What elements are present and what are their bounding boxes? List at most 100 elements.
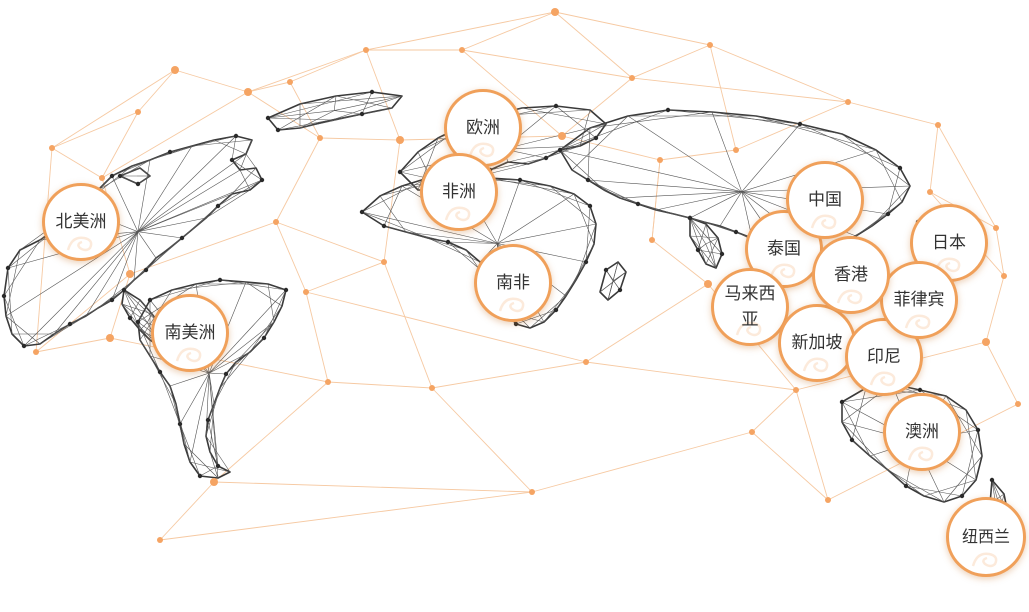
network-line <box>159 481 215 541</box>
region-marker-north-america[interactable]: 北美洲 <box>42 183 120 261</box>
network-line <box>383 261 433 389</box>
mesh-line <box>208 373 215 405</box>
mesh-line <box>565 243 595 297</box>
mesh-line <box>627 115 742 192</box>
map-vertex <box>127 315 133 321</box>
network-line <box>995 227 1005 277</box>
region-label: 南非 <box>496 273 530 293</box>
mesh-line <box>383 185 403 227</box>
mesh-line <box>53 231 139 335</box>
region-marker-china[interactable]: 中国 <box>786 161 864 239</box>
map-vertex <box>359 111 365 117</box>
region-marker-malaysia[interactable]: 马来西亚 <box>711 268 789 346</box>
mesh-line <box>945 395 983 457</box>
mesh-line <box>147 313 153 323</box>
mesh-line <box>559 123 607 151</box>
mesh-line <box>137 135 237 232</box>
network-node <box>303 289 309 295</box>
map-vertex <box>261 335 267 341</box>
mesh-line <box>121 303 153 315</box>
mesh-line <box>619 197 675 215</box>
network-node <box>629 75 635 81</box>
network-line <box>305 261 385 293</box>
mesh-line <box>155 227 195 259</box>
mesh-line <box>519 179 591 207</box>
map-vertex <box>513 321 519 327</box>
mesh-line <box>137 179 263 232</box>
map-vertex <box>617 287 623 293</box>
mesh-line <box>208 351 251 374</box>
mesh-line <box>851 387 867 441</box>
network-line <box>109 337 329 383</box>
mesh-line <box>137 169 241 232</box>
map-vertex <box>215 203 221 209</box>
map-vertex <box>233 133 239 139</box>
mesh-line <box>334 110 363 115</box>
swirl-logo-icon <box>175 347 202 363</box>
network-node <box>551 8 559 16</box>
mesh-line <box>529 295 567 329</box>
map-vertex <box>177 421 183 427</box>
mesh-line <box>209 403 215 453</box>
region-marker-new-zealand[interactable]: 纽西兰 <box>946 497 1026 577</box>
network-node <box>982 338 990 346</box>
network-line <box>651 159 661 241</box>
australia-outline <box>841 383 983 503</box>
region-marker-singapore[interactable]: 新加坡 <box>778 304 856 382</box>
region-label: 非洲 <box>442 182 476 202</box>
network-node <box>657 157 663 163</box>
mesh-line <box>667 109 801 125</box>
network-node <box>325 379 331 385</box>
region-marker-europe[interactable]: 欧洲 <box>444 89 522 167</box>
mesh-line <box>189 461 231 473</box>
network-node <box>33 349 39 355</box>
mesh-line <box>213 139 247 155</box>
network-line <box>319 137 401 141</box>
mesh-line <box>191 139 253 147</box>
network-node <box>287 79 293 85</box>
mesh-line <box>923 479 977 497</box>
region-marker-australia[interactable]: 澳洲 <box>883 393 961 471</box>
map-vertex <box>157 369 163 375</box>
mesh-line <box>145 237 183 271</box>
map-vertex <box>849 437 855 443</box>
mesh-line <box>205 189 251 219</box>
map-vertex <box>445 239 451 245</box>
map-vertex <box>733 229 739 235</box>
map-vertex <box>67 321 73 327</box>
mesh-line <box>571 115 629 171</box>
network-node <box>171 66 179 74</box>
region-label: 日本 <box>932 233 966 253</box>
mesh-line <box>149 139 215 161</box>
network-line <box>561 77 633 137</box>
mesh-line <box>503 123 607 150</box>
mesh-line <box>555 261 587 311</box>
map-vertex <box>275 127 281 133</box>
map-vertex <box>21 343 27 349</box>
mesh-line <box>655 209 705 223</box>
network-line <box>985 341 1019 405</box>
map-vertex <box>665 107 671 113</box>
mesh-line <box>587 179 742 192</box>
map-vertex <box>223 371 229 377</box>
map-vertex <box>553 307 559 313</box>
map-vertex <box>369 89 375 95</box>
mesh-line <box>219 351 251 389</box>
network-node <box>135 109 141 115</box>
map-vertex <box>719 251 725 257</box>
region-marker-hong-kong[interactable]: 香港 <box>812 236 890 314</box>
swirl-logo-icon <box>836 289 863 305</box>
mesh-line <box>573 193 595 245</box>
region-marker-south-america[interactable]: 南美洲 <box>151 294 229 372</box>
mesh-line <box>589 111 713 129</box>
swirl-logo-icon <box>735 321 762 337</box>
mesh-line <box>689 217 707 245</box>
map-vertex <box>229 157 235 163</box>
region-marker-africa[interactable]: 非洲 <box>420 153 498 231</box>
network-node <box>157 537 163 543</box>
mesh-line <box>121 303 148 323</box>
region-label: 菲律宾 <box>893 290 945 310</box>
region-marker-south-africa[interactable]: 南非 <box>474 244 552 322</box>
region-marker-philippines[interactable]: 菲律宾 <box>880 261 958 339</box>
region-label: 泰国 <box>767 239 801 259</box>
